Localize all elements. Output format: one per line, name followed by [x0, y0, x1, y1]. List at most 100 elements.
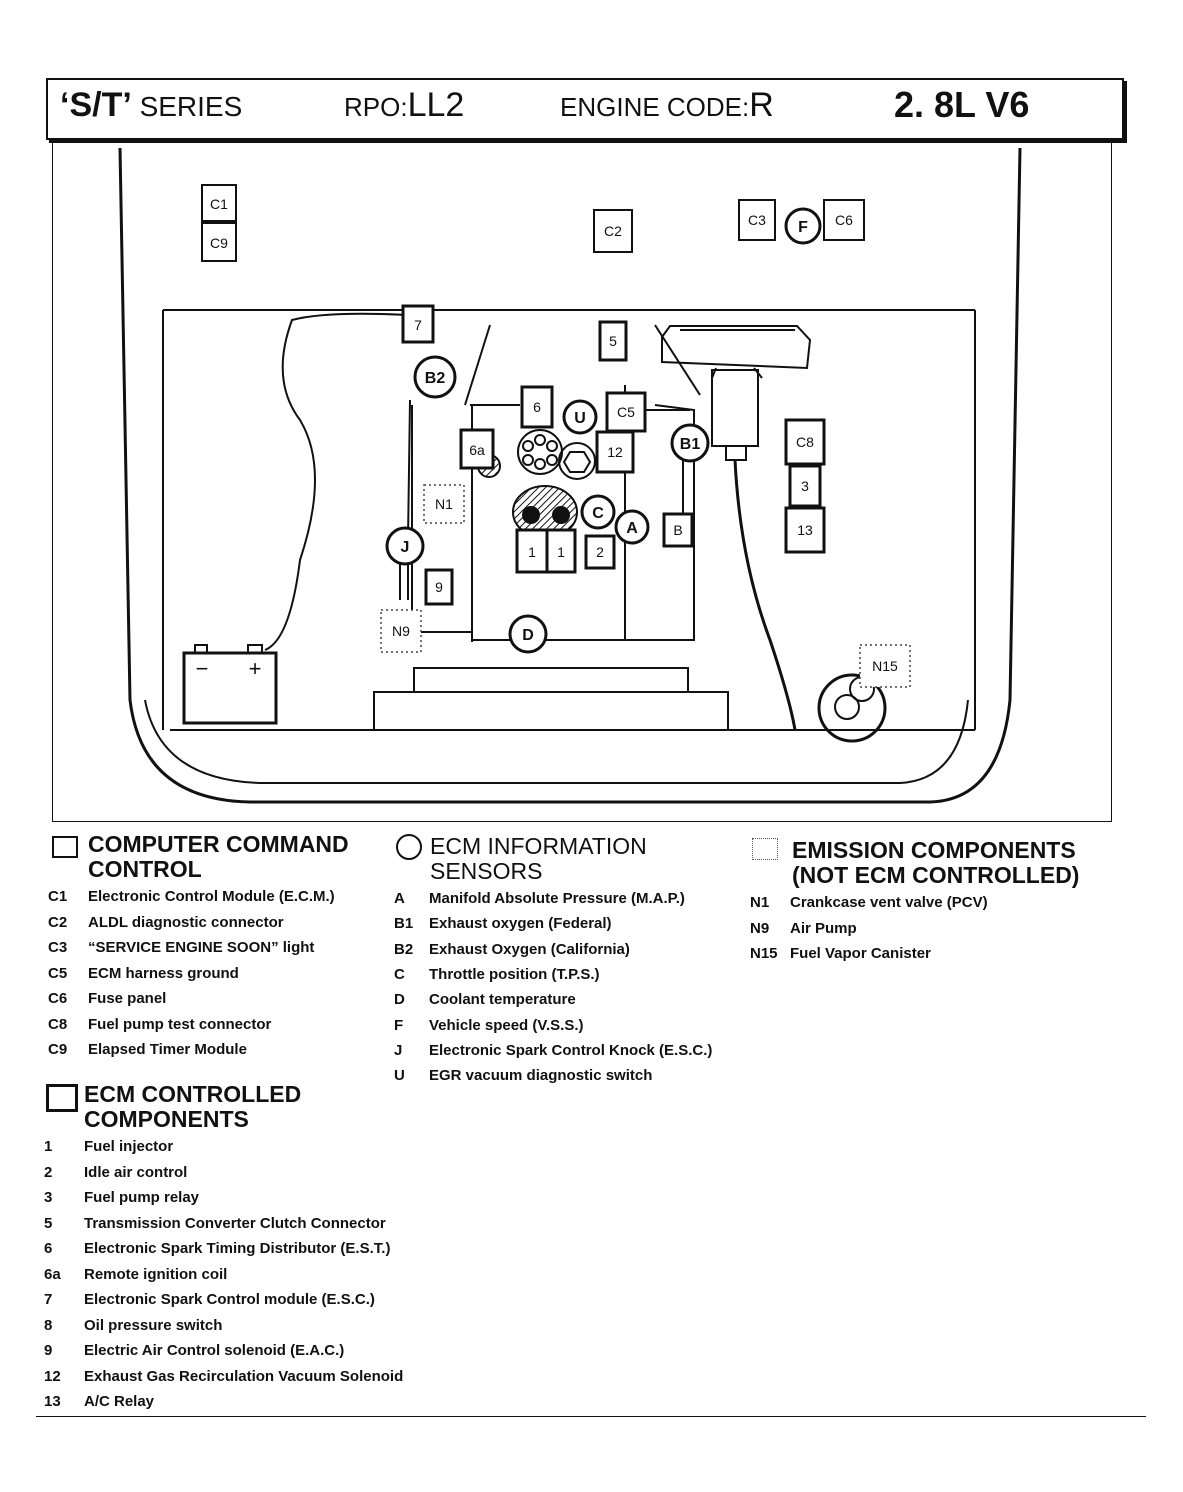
- component-c1: C1: [201, 184, 237, 222]
- sensor-a: A: [614, 509, 650, 545]
- svg-text:C: C: [592, 505, 604, 522]
- legend-item-text: Fuel pump relay: [84, 1189, 200, 1206]
- legend-item-text: ECM harness ground: [88, 964, 239, 982]
- sensor-u: U: [562, 399, 598, 435]
- component-c6: C6: [823, 199, 865, 241]
- legend-item-text: Exhaust Oxygen (California): [429, 940, 630, 958]
- legend-item-text: Electronic Spark Timing Distributor (E.S…: [84, 1240, 391, 1257]
- svg-text:C6: C6: [835, 212, 853, 228]
- series-code: ‘S/T’: [60, 86, 132, 124]
- rpo-field: RPO:LL2: [344, 86, 464, 125]
- engine-compartment-diagram: C1 C9 C2 C3 C6 7 5 6 C5 6a 12 C8 3 13 B …: [118, 147, 1022, 804]
- legend-item-code: C8: [48, 1015, 68, 1033]
- fuel-vapor-canister: [817, 673, 887, 743]
- svg-text:N15: N15: [872, 658, 898, 674]
- legend-heading: EMISSION COMPONENTS (NOT ECM CONTROLLED): [792, 837, 1080, 888]
- component-5: 5: [598, 320, 628, 362]
- legend-item-code: U: [394, 1067, 405, 1085]
- legend-item-code: 6: [44, 1240, 53, 1257]
- svg-text:6a: 6a: [469, 442, 485, 458]
- legend-item-text: Transmission Converter Clutch Connector: [84, 1214, 386, 1232]
- legend-item-code: B2: [394, 940, 414, 958]
- legend-item-code: 5: [44, 1214, 53, 1232]
- sensor-f: F: [784, 207, 822, 245]
- component-n9: N9: [380, 609, 422, 653]
- svg-text:7: 7: [414, 317, 422, 333]
- component-6a: 6a: [459, 428, 495, 470]
- dotted-square-icon: [752, 838, 778, 860]
- legend-item-text: Manifold Absolute Pressure (M.A.P.): [429, 890, 685, 907]
- legend-item-text: Exhaust Gas Recirculation Vacuum Solenoi…: [84, 1367, 404, 1385]
- svg-text:D: D: [522, 627, 534, 644]
- legend-item-code: 3: [44, 1189, 53, 1206]
- square-icon: [46, 1084, 78, 1112]
- legend-item-text: Oil pressure switch: [84, 1316, 223, 1334]
- legend-item-text: A/C Relay: [84, 1393, 155, 1410]
- legend-item-code: 6a: [44, 1265, 61, 1283]
- battery-cable: [264, 312, 426, 651]
- engine-code-field: ENGINE CODE:R: [560, 86, 774, 125]
- legend-item-text: Elapsed Timer Module: [88, 1041, 247, 1058]
- bottom-rule: [36, 1416, 1146, 1417]
- legend-item-text: Air Pump: [790, 919, 857, 937]
- series-title: ‘S/T’ SERIES: [60, 86, 242, 125]
- svg-text:3: 3: [801, 478, 809, 494]
- svg-text:F: F: [798, 219, 808, 236]
- svg-text:C9: C9: [210, 235, 228, 251]
- legend-item-code: N1: [750, 894, 770, 911]
- title-bar: ‘S/T’ SERIES RPO:LL2 ENGINE CODE:R 2. 8L…: [46, 78, 1124, 140]
- component-b: B: [662, 512, 694, 548]
- inner-fender-outline: [144, 699, 969, 784]
- air-cleaner: [661, 325, 812, 370]
- component-3: 3: [788, 464, 822, 508]
- component-c9: C9: [201, 222, 237, 262]
- svg-text:12: 12: [607, 444, 623, 460]
- square-icon: [52, 836, 78, 858]
- svg-text:1: 1: [528, 544, 536, 560]
- legend-item-code: C1: [48, 888, 68, 905]
- component-n1: N1: [423, 484, 465, 524]
- svg-text:C3: C3: [748, 212, 766, 228]
- engine-code-value: R: [749, 86, 774, 124]
- legend-item-code: C2: [48, 913, 68, 931]
- component-c8: C8: [784, 418, 826, 466]
- legend-item-code: 1: [44, 1138, 53, 1155]
- legend-item-text: Electronic Spark Control Knock (E.S.C.): [429, 1041, 713, 1059]
- legend-item-text: Fuel injector: [84, 1138, 174, 1155]
- legend-item-text: “SERVICE ENGINE SOON” light: [88, 939, 315, 956]
- svg-text:B: B: [673, 522, 682, 538]
- legend-item-code: F: [394, 1016, 404, 1034]
- sensor-d: D: [508, 614, 548, 654]
- legend-item-text: Coolant temperature: [429, 991, 576, 1009]
- battery-minus-label: −: [196, 656, 209, 681]
- series-word: SERIES: [139, 91, 243, 122]
- svg-text:J: J: [401, 539, 410, 556]
- fender-outline: [118, 147, 1022, 804]
- component-1a: 1: [515, 528, 549, 574]
- distributor: [517, 429, 563, 475]
- legend-item-text: Fuse panel: [88, 990, 167, 1007]
- legend-item-code: C5: [48, 964, 68, 982]
- component-6: 6: [520, 385, 554, 429]
- component-c5: C5: [605, 391, 647, 433]
- legend-item-code: C9: [48, 1041, 68, 1058]
- sensor-b1: B1: [670, 423, 710, 463]
- svg-text:2: 2: [596, 544, 604, 560]
- legend-heading: ECM CONTROLLED COMPONENTS: [84, 1081, 302, 1132]
- svg-text:N9: N9: [392, 623, 410, 639]
- legend-item-code: C3: [48, 939, 68, 956]
- component-2: 2: [584, 534, 616, 570]
- legend-item-text: Crankcase vent valve (PCV): [790, 894, 988, 911]
- oil-fill: [558, 442, 596, 480]
- sensor-b2: B2: [413, 355, 457, 399]
- legend-item-code: 9: [44, 1342, 53, 1359]
- legend-item-code: C6: [48, 990, 68, 1007]
- legend-item-code: C: [394, 965, 405, 983]
- legend-item-text: Exhaust oxygen (Federal): [429, 915, 612, 933]
- legend-item-text: Throttle position (T.P.S.): [429, 965, 600, 983]
- svg-text:C1: C1: [210, 196, 228, 212]
- legend-item-text: Vehicle speed (V.S.S.): [429, 1016, 584, 1034]
- legend-item-text: Electronic Spark Control module (E.S.C.): [84, 1291, 375, 1308]
- engine-code-label: ENGINE CODE:: [560, 92, 750, 122]
- radiator-top: [413, 667, 689, 693]
